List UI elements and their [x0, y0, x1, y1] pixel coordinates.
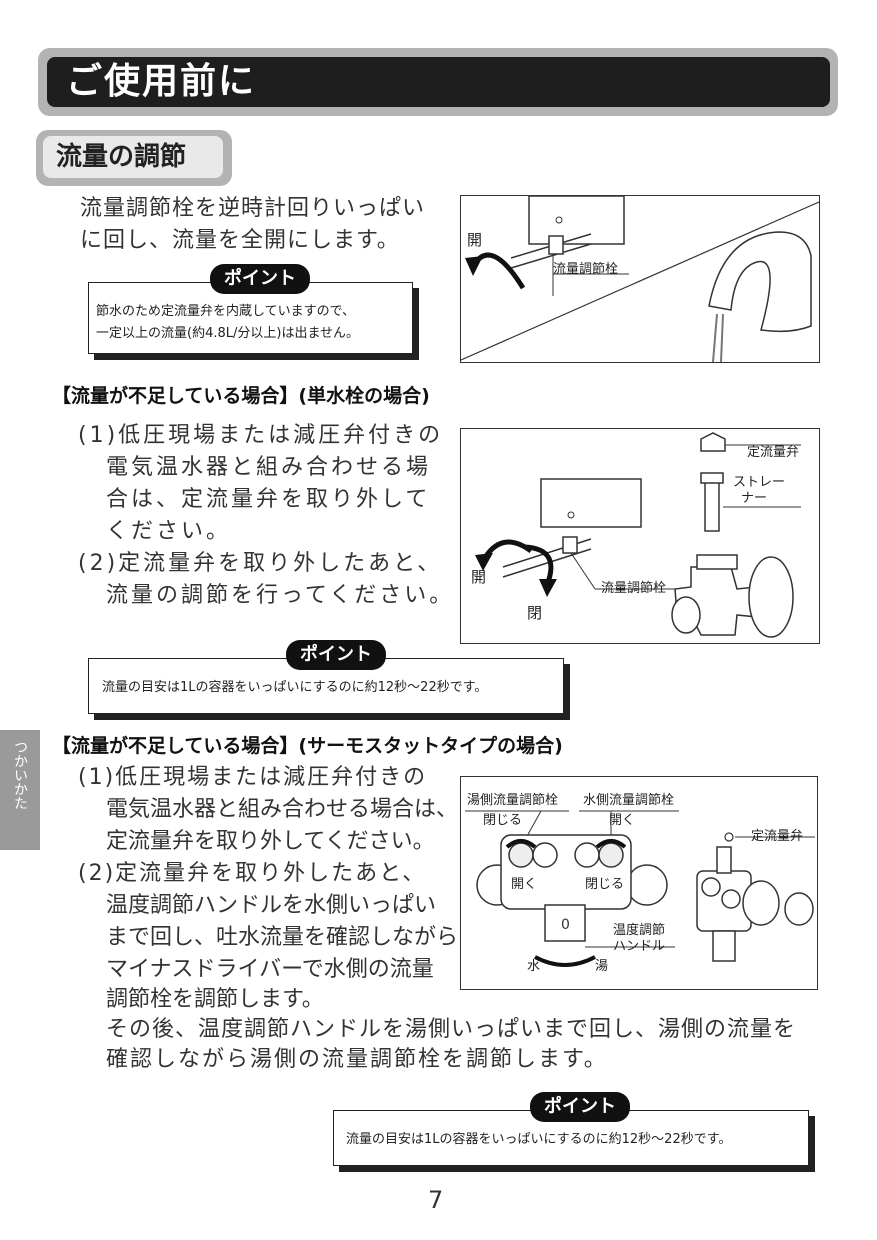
page-number: 7	[428, 1186, 444, 1214]
thermo-after-line-2: 確認しながら湯側の流量調節栓を調節します。	[106, 1047, 608, 1072]
figure-single-faucet: 定流量弁 ストレー ナー 開 閉 流量調節栓	[460, 428, 820, 644]
flow-valve-illustration	[461, 196, 819, 362]
fig3-open-label-1: 開く	[609, 813, 636, 828]
intro-line-2: に回し、流量を全開にします。	[80, 228, 400, 253]
fig2-close-label: 閉	[527, 604, 543, 622]
point-label-3: ポイント	[530, 1092, 630, 1122]
fig3-close-label-2: 閉じる	[585, 877, 625, 892]
single-faucet-illustration	[475, 432, 801, 638]
thermo-step-2-line-2: 温度調節ハンドルを水側いっぱい	[106, 893, 437, 918]
page-header-inner	[47, 57, 830, 107]
point-label-2: ポイント	[286, 640, 386, 670]
figure-flow-valve: 開 流量調節栓	[460, 195, 820, 363]
fig2-open-label: 開	[471, 568, 487, 586]
section-header-inner	[43, 136, 223, 178]
fig3-temp-handle-label-1: 温度調節	[613, 923, 666, 938]
single-step-1-line-1: (1)低圧現場または減圧弁付きの	[78, 423, 444, 448]
fig3-close-label-1: 閉じる	[483, 813, 523, 828]
fig3-temp-handle-label-2: ハンドル	[613, 939, 666, 954]
fig2-strainer-label-2: ナー	[741, 491, 768, 506]
fig1-valve-label: 流量調節栓	[553, 262, 619, 277]
intro-line-1: 流量調節栓を逆時計回りいっぱい	[80, 196, 426, 221]
fig3-open-label-2: 開く	[511, 877, 538, 892]
side-tab	[0, 730, 40, 850]
single-heading: 【流量が不足している場合】(単水栓の場合)	[52, 385, 430, 407]
side-tab-label: つかいかた	[12, 740, 28, 810]
single-step-1-line-3: 合は、定流量弁を取り外して	[106, 487, 431, 512]
thermo-after-line-1: その後、温度調節ハンドルを湯側いっぱいまで回し、湯側の流量を	[106, 1017, 797, 1042]
fig3-cold-valve-label: 水側流量調節栓	[583, 793, 675, 808]
thermo-step-2-line-1: (2)定流量弁を取り外したあと、	[78, 861, 427, 886]
point-1-line-1: 節水のため定流量弁を内蔵していますので、	[96, 304, 356, 319]
section-title: 流量の調節	[56, 142, 187, 172]
fig3-water-label: 水	[527, 959, 541, 974]
single-step-2-line-2: 流量の調節を行ってください。	[106, 583, 455, 608]
page-title: ご使用前に	[66, 61, 257, 102]
fig3-hot-valve-label: 湯側流量調節栓	[467, 793, 559, 808]
point-box-1	[88, 282, 413, 354]
fig2-const-valve-label: 定流量弁	[747, 445, 800, 460]
point-3-text: 流量の目安は1Lの容器をいっぱいにするのに約12秒〜22秒です。	[346, 1132, 732, 1147]
single-step-1-line-4: ください。	[106, 519, 232, 544]
thermo-step-1-line-1: (1)低圧現場または減圧弁付きの	[78, 765, 428, 790]
thermo-step-1-line-2: 電気温水器と組み合わせる場合は、	[106, 797, 459, 822]
thermo-step-2-line-4: マイナスドライバーで水側の流量	[106, 957, 434, 982]
fig2-valve-label: 流量調節栓	[601, 581, 667, 596]
thermo-step-1-line-3: 定流量弁を取り外してください。	[106, 829, 435, 854]
single-step-2-line-1: (2)定流量弁を取り外したあと、	[78, 551, 443, 576]
single-step-1-line-2: 電気温水器と組み合わせる場	[106, 455, 432, 480]
figure-thermostat: 0 湯側流量調節栓 水側流量調節栓 閉じる 開く 開く 閉じる 定流量弁 温度調…	[460, 776, 818, 990]
thermo-heading: 【流量が不足している場合】(サーモスタットタイプの場合)	[52, 735, 563, 757]
fig3-hot-label: 湯	[595, 959, 609, 974]
point-label-1: ポイント	[210, 264, 310, 294]
fig3-const-valve-label: 定流量弁	[751, 829, 804, 844]
point-1-line-2: 一定以上の流量(約4.8L/分以上)は出ません。	[96, 326, 360, 341]
thermo-step-2-line-3: まで回し、吐水流量を確認しながら	[106, 925, 459, 950]
fig1-open-label: 開	[467, 231, 483, 249]
point-2-text: 流量の目安は1Lの容器をいっぱいにするのに約12秒〜22秒です。	[102, 680, 488, 695]
thermo-step-2-line-5: 調節栓を調節します。	[106, 987, 324, 1012]
svg-text:0: 0	[561, 917, 570, 933]
thermostat-illustration: 0	[465, 810, 815, 967]
fig2-strainer-label-1: ストレー	[733, 475, 786, 490]
